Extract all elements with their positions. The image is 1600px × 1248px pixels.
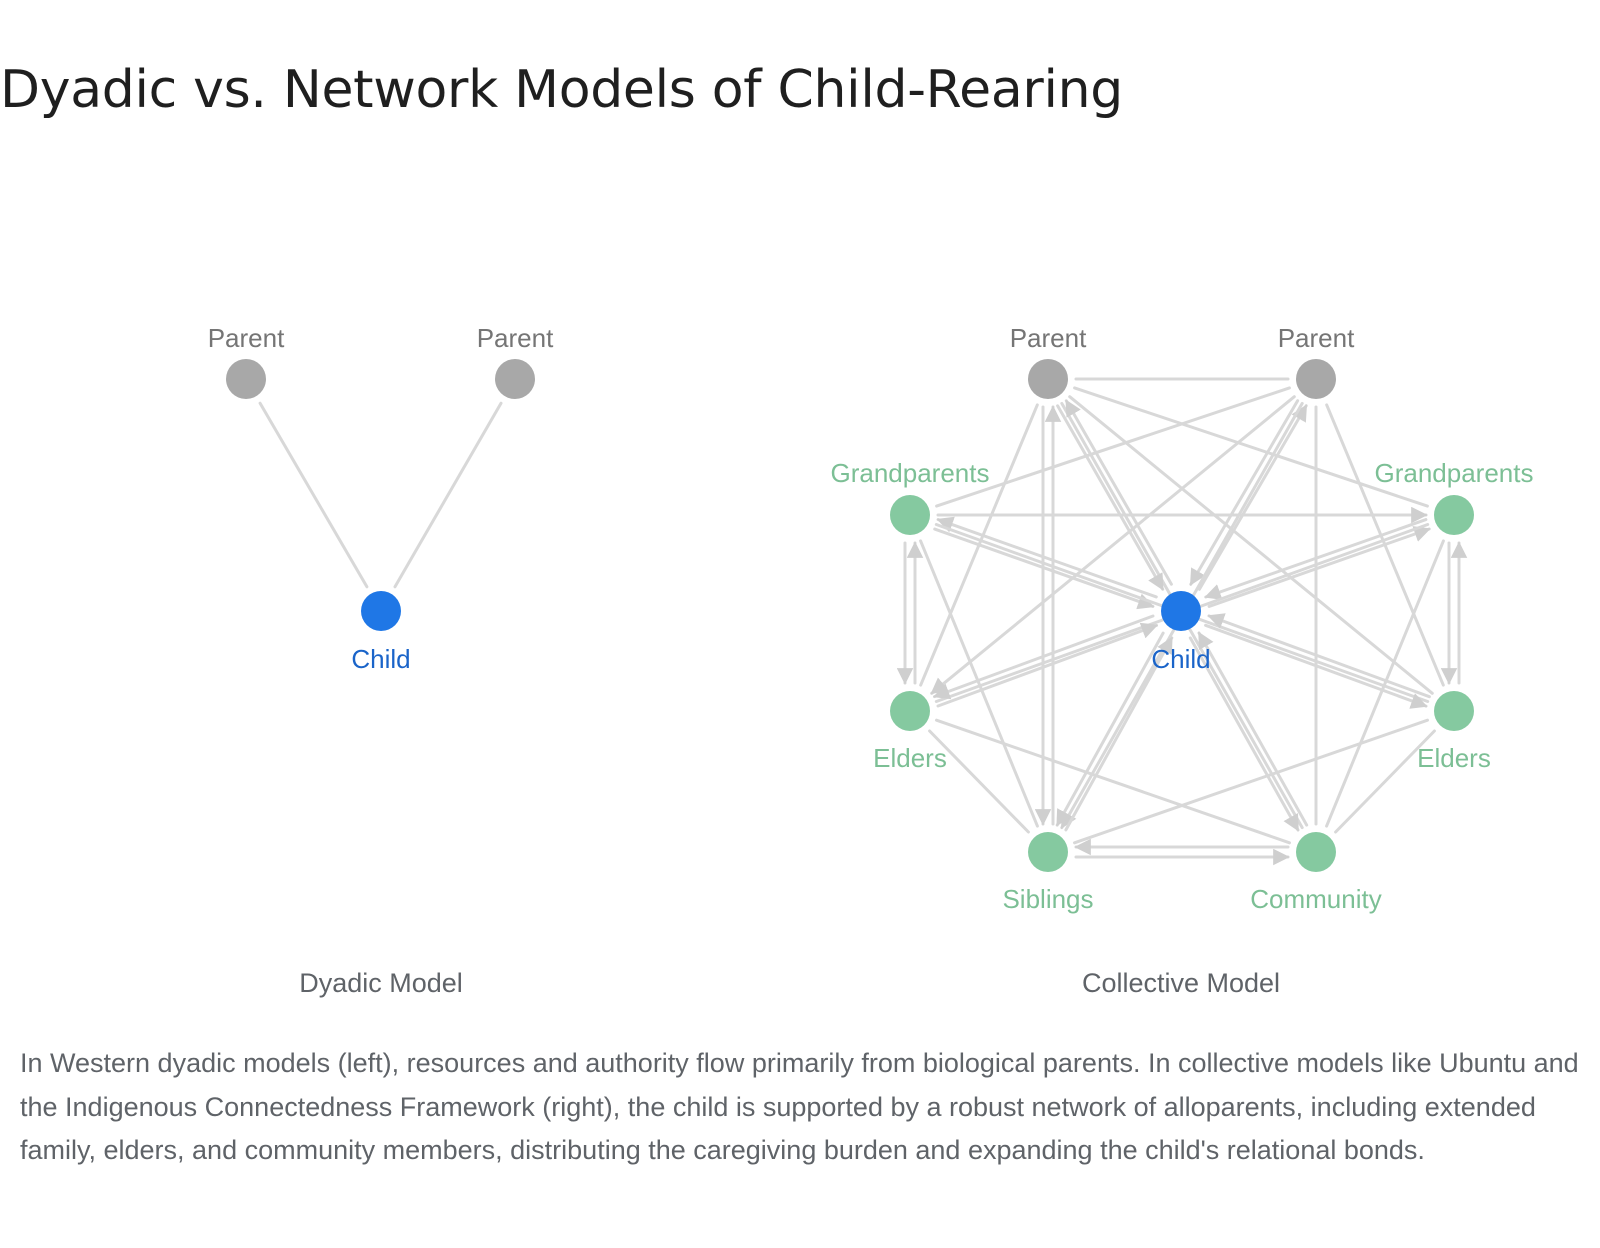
edge-child-to-parent-left: [1064, 399, 1173, 586]
edge-parent-right-to-elders-left: [930, 395, 1296, 695]
node-elders-right: Elders: [1417, 691, 1491, 773]
parent-right-circle: [495, 359, 535, 399]
edge-elders-left-to-community: [935, 718, 1291, 845]
parent-right-label: Parent: [1278, 323, 1355, 353]
edge-elders-left-to-child: [936, 622, 1159, 708]
edge-child-to-elders-right: [1204, 623, 1428, 709]
grandparents-left-label: Grandparents: [831, 458, 990, 488]
edge-parent-left-to-child: [258, 401, 369, 589]
dyadic-model-caption: Dyadic Model: [299, 968, 463, 998]
edge-child-to-community: [1188, 636, 1300, 832]
edge-elders-right-to-child: [1207, 613, 1431, 699]
child-label: Child: [1151, 644, 1210, 674]
edge-grandparents-right-to-community: [1325, 539, 1445, 828]
community-circle: [1296, 832, 1336, 872]
siblings-label: Siblings: [1002, 884, 1093, 914]
grandparents-right-circle: [1434, 495, 1474, 535]
node-child: Child: [351, 591, 411, 674]
dyadic-edges: [258, 401, 503, 589]
edge-siblings-to-child: [1064, 636, 1174, 832]
page-title: Dyadic vs. Network Models of Child-Reari…: [0, 60, 1123, 120]
edge-grandparents-right-to-child: [1204, 518, 1428, 600]
siblings-circle: [1028, 832, 1068, 872]
child-circle: [1161, 591, 1201, 631]
node-parent-left: Parent: [1010, 323, 1087, 399]
community-label: Community: [1250, 884, 1381, 914]
elders-right-circle: [1434, 691, 1474, 731]
edge-parent-right-to-child: [393, 401, 503, 589]
edge-child-to-siblings: [1055, 631, 1165, 827]
elders-right-label: Elders: [1417, 743, 1491, 773]
collective-edges: [896, 377, 1468, 866]
node-community: Community: [1250, 832, 1382, 914]
grandparents-right-label: Grandparents: [1375, 458, 1534, 488]
node-elders-left: Elders: [873, 691, 947, 773]
edge-child-to-grandparents-right: [1207, 526, 1431, 608]
grandparents-left-circle: [890, 495, 930, 535]
elders-left-label: Elders: [873, 743, 947, 773]
parent-right-circle: [1296, 359, 1336, 399]
parent-left-label: Parent: [1010, 323, 1087, 353]
edge-grandparents-left-to-siblings: [919, 539, 1039, 828]
node-parent-left: Parent: [208, 323, 285, 399]
parent-left-label: Parent: [208, 323, 285, 353]
child-circle: [361, 591, 401, 631]
parent-right-label: Parent: [477, 323, 554, 353]
parent-left-circle: [1028, 359, 1068, 399]
elders-left-circle: [890, 691, 930, 731]
node-parent-right: Parent: [1278, 323, 1355, 399]
child-label: Child: [351, 644, 410, 674]
collective-model-caption: Collective Model: [1082, 968, 1280, 998]
node-grandparents-left: Grandparents: [831, 458, 990, 535]
edge-elders-right-to-siblings: [1073, 718, 1429, 845]
node-grandparents-right: Grandparents: [1375, 458, 1534, 535]
edge-community-to-child: [1197, 631, 1309, 827]
edge-elders-left-to-siblings: [928, 729, 1030, 834]
edge-child-to-parent-right: [1197, 404, 1308, 591]
edge-parent-left-to-elders-right: [1068, 395, 1434, 695]
node-child: Child: [1151, 591, 1211, 674]
figure-caption: In Western dyadic models (left), resourc…: [20, 1048, 1579, 1165]
edge-parent-right-to-child: [1189, 399, 1300, 586]
node-parent-right: Parent: [477, 323, 554, 399]
edge-parent-left-to-child: [1056, 404, 1165, 591]
node-siblings: Siblings: [1002, 832, 1094, 914]
edge-parent-right-to-grandparents-left: [935, 386, 1291, 508]
edge-elders-right-to-community: [1334, 729, 1436, 834]
edge-child-to-grandparents-left: [936, 516, 1158, 599]
edge-child-to-elders-left: [932, 614, 1155, 700]
edge-parent-left-to-grandparents-right: [1073, 386, 1429, 508]
parent-left-circle: [226, 359, 266, 399]
edge-grandparents-left-to-child: [933, 527, 1155, 610]
